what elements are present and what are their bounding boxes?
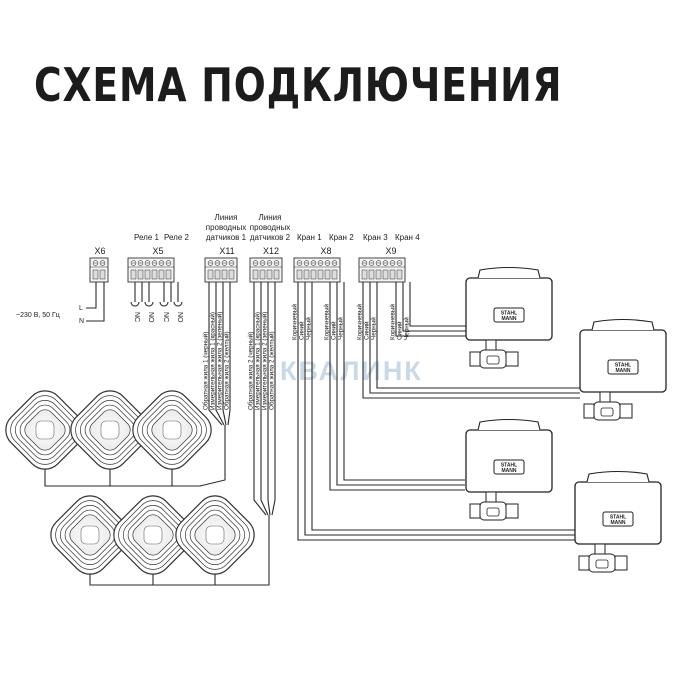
x11-wire-label-4: Обратная жила 2 (желтый) [223, 331, 231, 410]
terminal-blocks: X6 X5 X11 X12 X8 X9 [89, 246, 406, 283]
terminal-block-x8: X8 [293, 246, 341, 283]
valve3-label: Кран 3 [363, 233, 388, 242]
power-wire-L [86, 282, 97, 309]
valve1-label: Кран 1 [297, 233, 322, 242]
water-sensor-line2-3 [175, 495, 255, 575]
terminal-block-x11: X11 [204, 246, 238, 283]
line1-label-1: Линия [215, 213, 238, 222]
brand-logo-line-1: STAHL [615, 363, 631, 369]
brand-logo-line-2: MANN [611, 520, 626, 526]
x11-wire-label-2: Измерительная жила 1 (красный) [209, 312, 217, 410]
brand-logo-line-2: MANN [502, 316, 517, 322]
x9-wire-label-4: Коричневый [389, 304, 397, 340]
x8-wire-label-2: Синий [298, 321, 306, 340]
x12-wire-label-4: Обратная жила 2 (желтый) [268, 331, 276, 410]
terminal-label-x8: X8 [320, 246, 331, 256]
relay-contact-no: NO [176, 312, 183, 323]
x9-wire-label-6: Черный [403, 317, 411, 340]
power-N-label: N [79, 318, 84, 325]
x8-wire-label-1: Коричневый [291, 304, 299, 340]
terminal-block-x5: X5 [127, 246, 175, 283]
power-supply-label: ~230 В, 50 Гц [16, 312, 60, 319]
x12-wire-label-1: Обратная жила 2 (черный) [247, 332, 255, 410]
x9-wire-label-1: Коричневый [356, 304, 364, 340]
water-sensor-line2-1 [50, 495, 130, 575]
brand-logo-line-2: MANN [502, 468, 517, 474]
valve2-label: Кран 2 [329, 233, 354, 242]
brand-logo-line-2: MANN [616, 368, 631, 374]
brand-logo-line-1: STAHL [501, 311, 517, 317]
brand-logo-line-1: STAHL [610, 515, 626, 521]
relay-contact-no: NO [147, 312, 154, 323]
water-sensor-line1-3 [132, 390, 212, 470]
x12-wire-label-2: Измерительная жила 1 (красный) [254, 312, 262, 410]
line1-label-3: датчиков 1 [206, 233, 247, 242]
x11-wire-label-1: Обратная жила 1 (черный) [202, 332, 210, 410]
x9-wire-label-5: Синий [396, 321, 404, 340]
terminal-block-x6: X6 [89, 246, 109, 283]
water-sensor-line1-1 [5, 390, 85, 470]
power-wire-N [86, 282, 105, 322]
water-sensor-line1-2 [70, 390, 150, 470]
relay2-label: Реле 2 [164, 233, 190, 242]
relay-wiring [130, 282, 183, 307]
line2-label-1: Линия [259, 213, 282, 222]
wire-labels: Обратная жила 1 (черный)Измерительная жи… [202, 304, 411, 410]
x8-wire-label-5: Синий [330, 321, 338, 340]
x8-wire-label-3: Черный [305, 317, 313, 340]
line2-label-2: проводных [250, 223, 291, 232]
terminal-label-x9: X9 [385, 246, 396, 256]
x8-wire-label-6: Черный [337, 317, 345, 340]
terminal-block-x9: X9 [358, 246, 406, 283]
watermark: КВАЛИНК [280, 356, 423, 386]
terminal-label-x12: X12 [263, 246, 279, 256]
terminal-label-x5: X5 [152, 246, 163, 256]
water-sensor-line2-2 [113, 495, 193, 575]
terminal-label-x6: X6 [94, 246, 105, 256]
relay-contact-nc: NC [162, 312, 169, 322]
relay-contact-labels: NC NO NC NO [133, 312, 183, 323]
line1-label-2: проводных [206, 223, 247, 232]
valve4-label: Кран 4 [395, 233, 420, 242]
x9-wire-label-3: Черный [370, 317, 378, 340]
relay-contact-nc: NC [133, 312, 140, 322]
relay1-label: Реле 1 [134, 233, 160, 242]
brand-logo-line-1: STAHL [501, 463, 517, 469]
x8-wire-label-4: Коричневый [323, 304, 331, 340]
x12-wire-label-3: Измерительная жила 2 (зеленый) [261, 312, 269, 410]
power-L-label: L [79, 305, 83, 312]
x11-wire-label-3: Измерительная жила 2 (зеленый) [216, 312, 224, 410]
line2-label-3: датчиков 2 [250, 233, 291, 242]
x9-wire-label-2: Синий [363, 321, 371, 340]
valve-wiring [297, 282, 580, 541]
terminal-label-x11: X11 [219, 246, 234, 256]
page-title: СХЕМА ПОДКЛЮЧЕНИЯ [34, 58, 563, 112]
water-leak-sensors [5, 390, 255, 575]
terminal-block-x12: X12 [249, 246, 283, 283]
